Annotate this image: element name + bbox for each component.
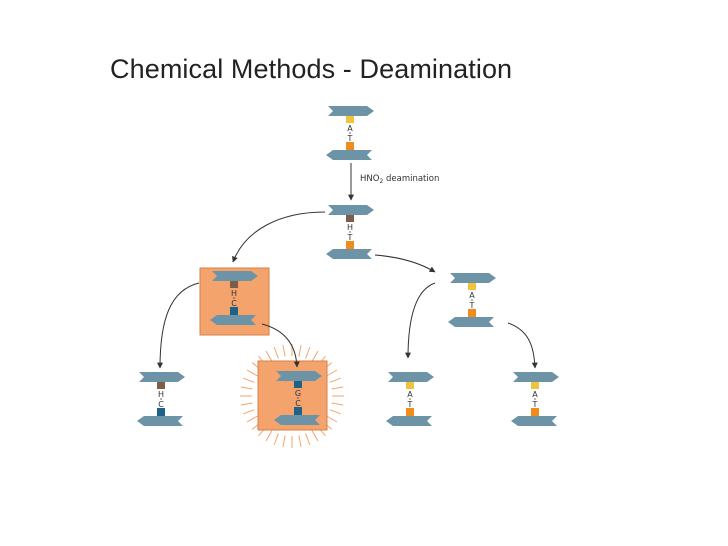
strand-top — [328, 106, 374, 116]
ray — [273, 433, 279, 446]
strand-top — [212, 271, 258, 281]
strand-bottom — [274, 415, 320, 425]
strand-bottom — [511, 416, 557, 426]
ray — [265, 350, 273, 362]
ray — [326, 415, 338, 423]
base-top — [468, 283, 476, 290]
base-top — [294, 381, 302, 388]
ray — [311, 430, 319, 442]
ray — [242, 409, 255, 415]
base-pair-deaminated: HT — [326, 205, 374, 259]
arrow-to-mutant-final — [261, 323, 300, 368]
base-pair-mispaired: HC — [210, 271, 258, 325]
base-pair-wild-copy-1: AT — [386, 372, 434, 426]
arrow-to-wild-branch — [374, 254, 436, 273]
base-bottom — [468, 309, 476, 317]
base-top — [406, 382, 414, 389]
base-bottom — [230, 307, 238, 315]
base-bottom-label: T — [347, 233, 353, 242]
base-pair-original: AT — [326, 106, 374, 160]
arrow-to-wild-copy-2 — [507, 322, 538, 369]
strand-bottom — [210, 315, 256, 325]
arrow-to-mispair — [232, 211, 326, 263]
base-bottom-label: T — [347, 134, 353, 143]
annotation-label: HNO2 deamination — [360, 174, 439, 185]
base-pair-mutant-final: GC — [274, 371, 322, 425]
ray — [331, 402, 344, 406]
ray — [311, 350, 319, 362]
ray — [240, 402, 253, 406]
base-top-label: G — [295, 389, 301, 398]
base-top-label: A — [407, 390, 413, 399]
strand-bottom — [448, 317, 494, 327]
base-bottom — [406, 408, 414, 416]
base-bottom — [346, 142, 354, 150]
ray — [246, 369, 258, 377]
base-top-label: A — [469, 291, 475, 300]
ray — [326, 369, 338, 377]
base-pair-wild-copy-2: AT — [511, 372, 559, 426]
ray — [298, 435, 302, 448]
base-top-label: H — [158, 390, 164, 399]
base-top — [230, 281, 238, 288]
strand-top — [388, 372, 434, 382]
ray — [242, 377, 255, 383]
base-top-label: H — [347, 223, 353, 232]
ray — [305, 433, 311, 446]
arrow-to-mutant-copy — [157, 282, 200, 369]
ray — [273, 346, 279, 359]
base-top — [157, 382, 165, 389]
strand-bottom — [326, 150, 372, 160]
base-top — [346, 116, 354, 123]
base-bottom — [531, 408, 539, 416]
strand-top — [450, 273, 496, 283]
ray — [305, 346, 311, 359]
ray — [282, 344, 286, 357]
ray — [265, 430, 273, 442]
page-title: Chemical Methods - Deamination — [110, 54, 513, 84]
base-pair-wild-copy: AT — [448, 273, 496, 327]
strand-bottom — [386, 416, 432, 426]
base-top — [531, 382, 539, 389]
base-bottom-label: T — [407, 400, 413, 409]
base-top-label: H — [231, 289, 237, 298]
base-bottom-label: C — [158, 400, 164, 409]
base-top-label: A — [532, 390, 538, 399]
base-top-label: A — [347, 124, 353, 133]
base-bottom — [157, 408, 165, 416]
strand-top — [513, 372, 559, 382]
ray — [329, 409, 342, 415]
arrow-to-wild-copy-1 — [405, 282, 436, 359]
base-top — [346, 215, 354, 222]
ray — [240, 386, 253, 390]
strand-top — [139, 372, 185, 382]
ray — [246, 415, 258, 423]
base-bottom-label: C — [231, 299, 237, 308]
base-bottom-label: C — [295, 399, 301, 408]
ray — [331, 386, 344, 390]
ray — [298, 344, 302, 357]
strand-top — [276, 371, 322, 381]
strand-bottom — [137, 416, 183, 426]
ray — [282, 435, 286, 448]
strand-top — [328, 205, 374, 215]
strand-bottom — [326, 249, 372, 259]
base-pair-mutant-copy-1: HC — [137, 372, 185, 426]
ray — [329, 377, 342, 383]
base-bottom — [346, 241, 354, 249]
base-bottom-label: T — [469, 301, 475, 310]
base-bottom-label: T — [532, 400, 538, 409]
base-bottom — [294, 407, 302, 415]
